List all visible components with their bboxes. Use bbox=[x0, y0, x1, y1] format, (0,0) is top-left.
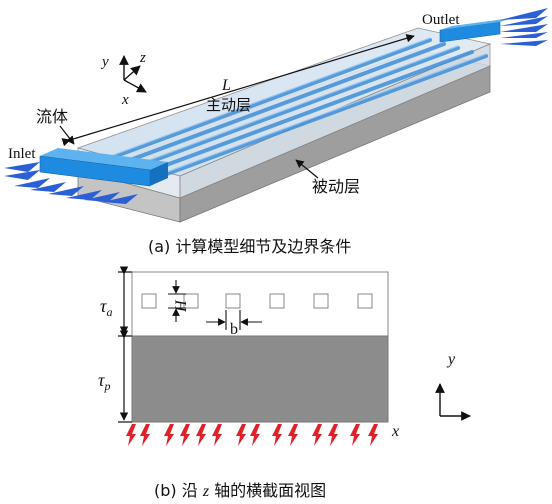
axis-y-label: y bbox=[100, 54, 109, 70]
width-label: b bbox=[230, 321, 238, 338]
length-label: L bbox=[221, 77, 231, 94]
channel-square bbox=[141, 293, 157, 309]
length-dimension-line bbox=[61, 34, 415, 147]
channel-square bbox=[313, 293, 329, 309]
height-label: H bbox=[173, 299, 190, 313]
passive-layer-pointer bbox=[295, 159, 319, 179]
axes-3d bbox=[119, 55, 147, 93]
channel-squares bbox=[141, 293, 373, 309]
outlet-label: Outlet bbox=[422, 12, 460, 28]
channel-square bbox=[357, 293, 373, 309]
inlet-flow-arrows bbox=[4, 162, 138, 204]
inlet-label: Inlet bbox=[8, 146, 36, 162]
axes-2d bbox=[435, 383, 471, 421]
tau-a-label: τa bbox=[100, 296, 112, 319]
channel-square bbox=[183, 293, 199, 309]
inlet-block-top bbox=[40, 148, 168, 170]
panel-a-caption: (a) 计算模型细节及边界条件 bbox=[148, 237, 351, 256]
channel-square bbox=[269, 293, 285, 309]
channel-square bbox=[225, 293, 241, 309]
panel-a-model: y z x Outlet Inlet 流体 L 主动层 被动层 (a) 计算模型… bbox=[4, 8, 548, 256]
panel-b-cross-section: τa τp H b y x bbox=[98, 266, 471, 500]
passive-layer-section bbox=[131, 335, 389, 423]
tau-p-label: τp bbox=[98, 370, 110, 393]
axis-2d-y-label: y bbox=[446, 351, 456, 368]
panel-b-caption: (b) 沿 z 轴的横截面视图 bbox=[154, 481, 326, 500]
fluid-label: 流体 bbox=[36, 108, 68, 126]
axis-x-label: x bbox=[121, 92, 129, 108]
passive-layer-label: 被动层 bbox=[312, 178, 360, 196]
axis-z-label: z bbox=[139, 50, 146, 66]
heat-flux-arrows bbox=[126, 424, 378, 446]
active-layer-section bbox=[131, 271, 389, 337]
outlet-flow-arrows bbox=[500, 8, 548, 46]
axis-2d-x-label: x bbox=[391, 423, 399, 440]
active-layer-label: 主动层 bbox=[206, 97, 251, 114]
fluid-pointer bbox=[59, 125, 75, 145]
